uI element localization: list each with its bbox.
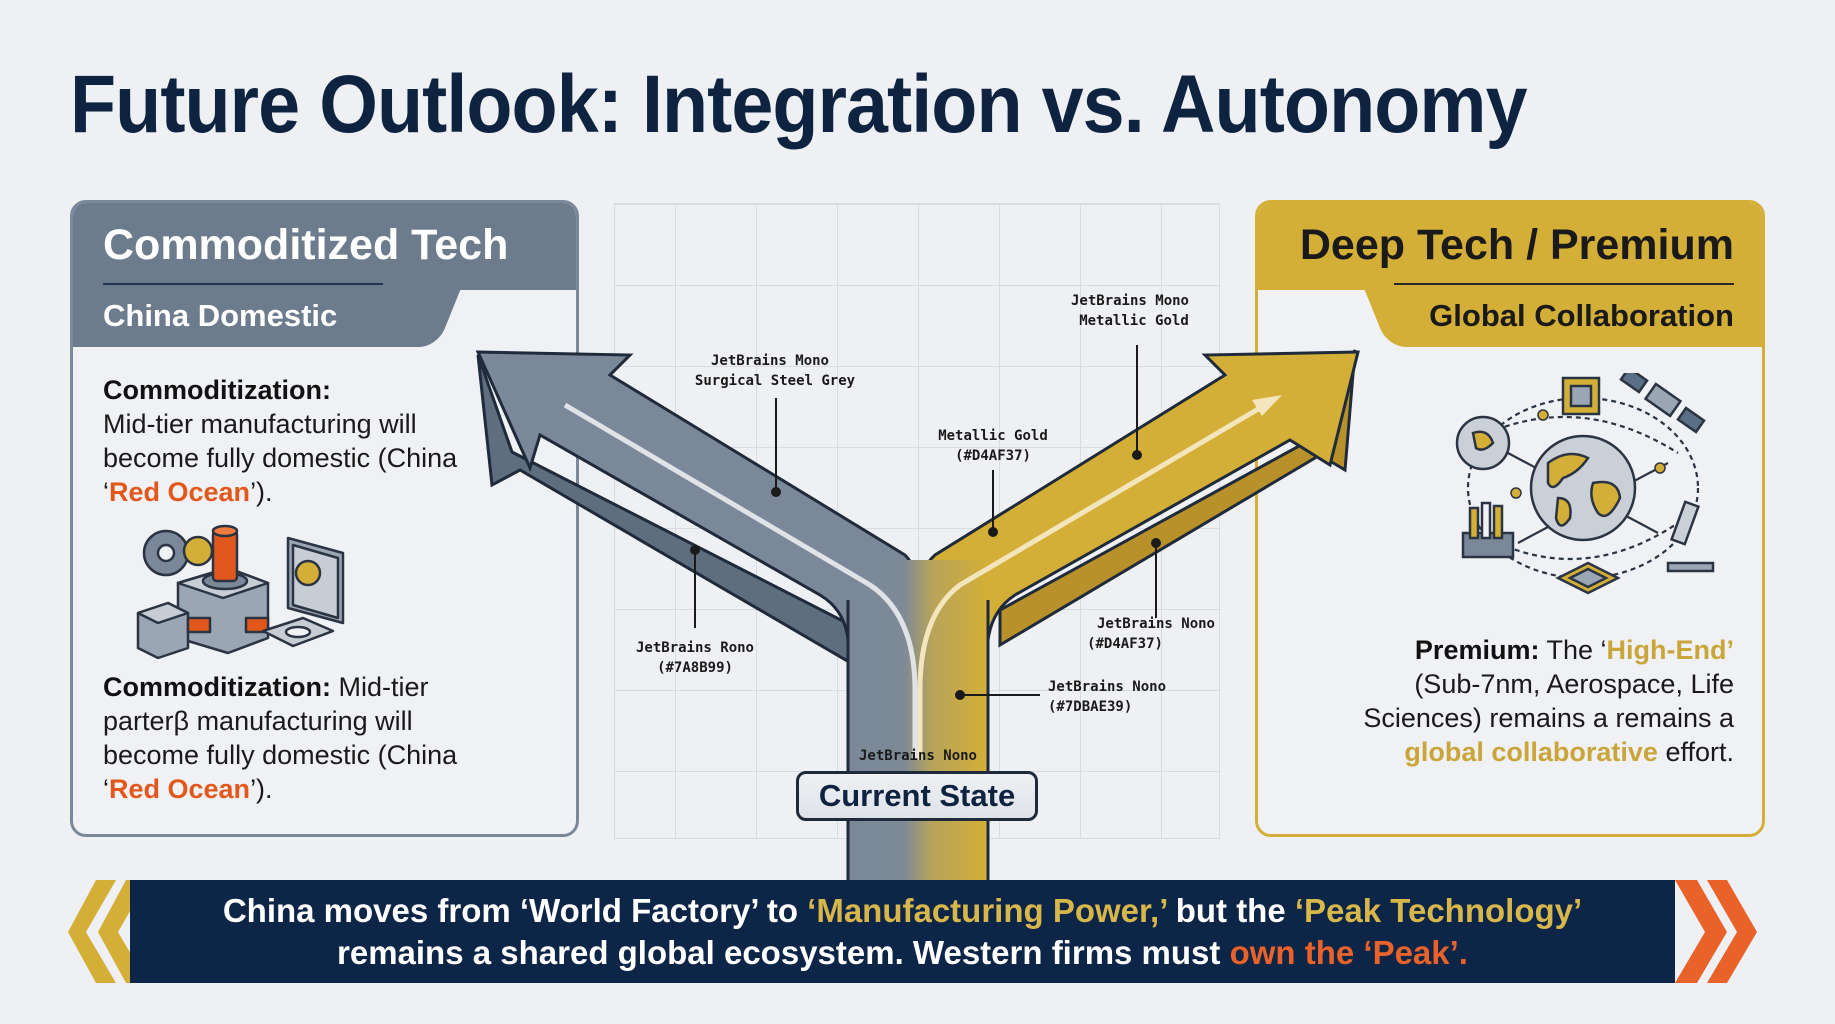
card-header-tab [1402,289,1762,347]
peak-technology-highlight: ‘Peak Technology’ [1294,891,1583,929]
conclusion-banner: China moves from ‘World Factory’ to ‘Man… [130,880,1675,983]
card-header-tab [73,289,423,347]
manufacturing-power-highlight: ‘Manufacturing Power,’ [807,891,1167,929]
global-network-icon [1455,373,1715,595]
card-header-band [73,203,576,290]
commoditization-paragraph: Commoditization: Mid-tier manufacturing … [103,373,463,509]
banner-text: but the [1166,891,1295,929]
red-ocean-highlight: Red Ocean [109,774,251,804]
paragraph-label: Commoditization: [103,672,331,702]
current-state-label: Current State [796,771,1038,821]
paragraph-label: Commoditization: [103,375,331,405]
paragraph-text: (Sub-7nm, Aerospace, Life Sciences) rema… [1363,669,1734,733]
card-title: Commoditized Tech [103,221,509,269]
card-subtitle: China Domestic [103,298,338,333]
paragraph-label: Premium: [1414,635,1540,665]
commoditized-tech-card: Commoditized Tech China Domestic Commodi… [70,200,579,837]
paragraph-text: Mid-tier manufacturing will become fully… [103,409,458,507]
card-header-band [1258,203,1762,290]
commoditization-paragraph-2: Commoditization: Mid-tier parterβ manufa… [103,670,463,806]
paragraph-text: The ‘ [1539,635,1607,665]
banner-line-1: China moves from ‘World Factory’ to ‘Man… [223,890,1582,932]
own-the-peak-highlight: own the ‘Peak’. [1229,933,1468,971]
red-ocean-highlight: Red Ocean [109,477,251,507]
factory-machinery-icon [136,524,345,660]
card-title: Deep Tech / Premium [1299,221,1734,269]
background-grid [614,203,1220,839]
paragraph-text: Mid-tier parterβ manufacturing will beco… [103,672,458,804]
banner-line-2: remains a shared global ecosystem. Weste… [337,932,1468,974]
global-collaborative-highlight: global collaborative [1404,737,1658,767]
page-title: Future Outlook: Integration vs. Autonomy [70,59,1528,150]
premium-paragraph: Premium: The ‘High-End’ (Sub-7nm, Aerosp… [1344,633,1734,769]
banner-text: remains a shared global ecosystem. Weste… [337,933,1230,971]
paragraph-tail: effort. [1657,737,1734,767]
high-end-highlight: High-End’ [1606,635,1734,665]
left-chevrons-icon [68,880,148,983]
paragraph-tail: ’). [250,477,273,507]
paragraph-tail: ’). [250,774,273,804]
card-subtitle: Global Collaboration [1429,298,1734,333]
right-chevrons-icon [1675,880,1757,983]
deep-tech-card: Deep Tech / Premium Global Collaboration [1255,200,1765,837]
header-divider [1394,283,1734,285]
banner-text: China moves from ‘World Factory’ to [222,891,808,929]
header-divider [103,283,383,285]
